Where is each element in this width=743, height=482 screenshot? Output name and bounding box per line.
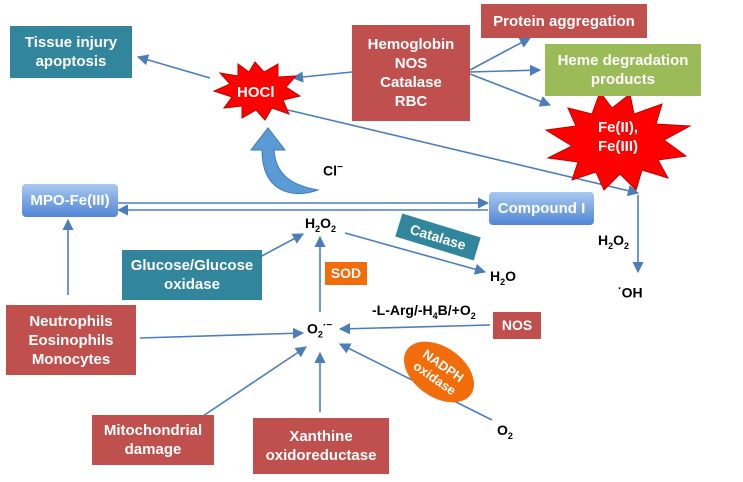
arrow-h2o2-to-h2o (344, 232, 487, 275)
hydroxyl-label: ·OH (618, 283, 643, 301)
mpo-box: MPO-Fe(III) (22, 184, 118, 217)
arrow-hemo-to-protein (469, 37, 531, 71)
chloride-label: Cl− (323, 162, 343, 179)
arrow-leuko-to-superoxide (139, 327, 305, 339)
chloride-curved-arrow (249, 127, 320, 195)
arrow-hocl-to-tissue (136, 54, 211, 79)
h2o2-right-label: H2O2 (598, 232, 630, 251)
arrow-hemo-to-heme (469, 64, 542, 76)
h2o2-center-label: H2O2 (305, 215, 337, 234)
superoxide-label: O2·− (307, 320, 333, 340)
arrow-mito-to-superoxide (199, 346, 307, 419)
arrow-hocl-to-oh (287, 109, 640, 197)
iron-label: Fe(II),Fe(III) (598, 119, 638, 155)
nos-cofactor-label: -L-Arg/-H4B/+O2 (372, 302, 476, 321)
arrow-glucose-to-h2o2 (257, 233, 304, 259)
arrow-hemo-to-iron (469, 73, 552, 107)
protein-aggregation-box: Protein aggregation (481, 4, 647, 38)
nos-box: NOS (493, 312, 541, 339)
arrow-nos-to-superoxide (338, 323, 491, 335)
arrow-hemo-to-hocl (291, 71, 353, 83)
sod-box: SOD (325, 262, 367, 285)
compound-i-box: Compound I (489, 192, 594, 225)
hocl-label: HOCl (237, 84, 275, 101)
hocl-burst (212, 61, 302, 121)
h2o-label: H2O (490, 268, 517, 287)
iron-burst (544, 90, 692, 191)
oxygen-label: O2 (497, 422, 513, 441)
